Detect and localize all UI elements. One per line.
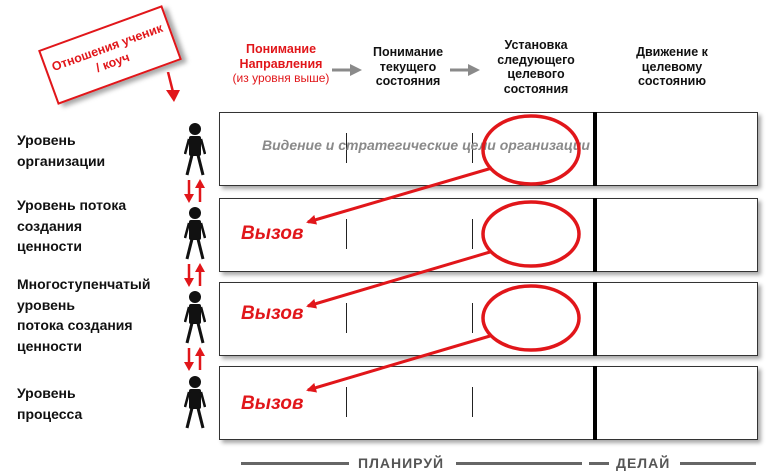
challenge-label: Вызов [241,393,304,414]
target-ellipse [481,284,581,352]
row-divider [346,219,347,249]
do-label: ДЕЛАЙ [616,455,671,471]
challenge-arrow [306,334,491,393]
challenge-arrow [306,166,493,225]
row-divider [346,387,347,417]
level-label-process: Уровень процесса [17,385,83,422]
plan-do-divider [593,282,597,356]
plan-label: ПЛАНИРУЙ [358,455,445,471]
person-icon [184,376,206,429]
person-icon [184,291,206,344]
plan-do-divider [593,112,597,186]
challenge-label: Вызов [241,303,304,324]
column-header-target-state: Установка следующего целевого состояния [497,38,575,96]
person-icon [184,207,206,260]
do-line-right [680,462,756,465]
plan-do-divider [593,198,597,272]
column-header-move-to-target: Движение к целевому состоянию [636,45,708,88]
callout-arrow-icon [166,72,180,102]
row-divider [472,133,473,163]
level-label-value-stream: Уровень потока создания ценности [17,197,127,254]
column-header-direction-sub: (из уровня выше) [232,71,330,85]
row-divider [472,219,473,249]
level-label-organization: Уровень организации [17,132,106,169]
do-line-left [589,462,609,465]
row-divider [346,303,347,333]
person-icon [184,123,206,176]
row-divider [472,303,473,333]
target-ellipse [481,114,581,186]
row-divider [472,387,473,417]
row-organization: Видение и стратегические цели организаци… [219,112,758,186]
gray-arrow-icon [332,64,362,76]
row-divider [346,133,347,163]
gray-arrow-icon [450,64,480,76]
target-ellipse [481,200,581,268]
column-header-direction: Понимание Направления (из уровня выше) [218,42,344,86]
level-label-multistage: Многоступенчатый уровень потока создания… [17,276,151,354]
row-value-stream: Вызов [219,198,758,272]
row-multistage: Вызов [219,282,758,356]
challenge-arrow [306,250,491,309]
up-down-arrows-icon [184,347,205,371]
plan-line-right [456,462,582,465]
plan-do-divider [593,366,597,440]
column-header-current-state: Понимание текущего состояния [372,45,444,88]
up-down-arrows-icon [184,179,205,203]
row-process: Вызов [219,366,758,440]
plan-line-left [241,462,349,465]
up-down-arrows-icon [184,263,205,287]
challenge-label: Вызов [241,223,304,244]
vision-text: Видение и стратегические цели организаци… [262,137,590,153]
